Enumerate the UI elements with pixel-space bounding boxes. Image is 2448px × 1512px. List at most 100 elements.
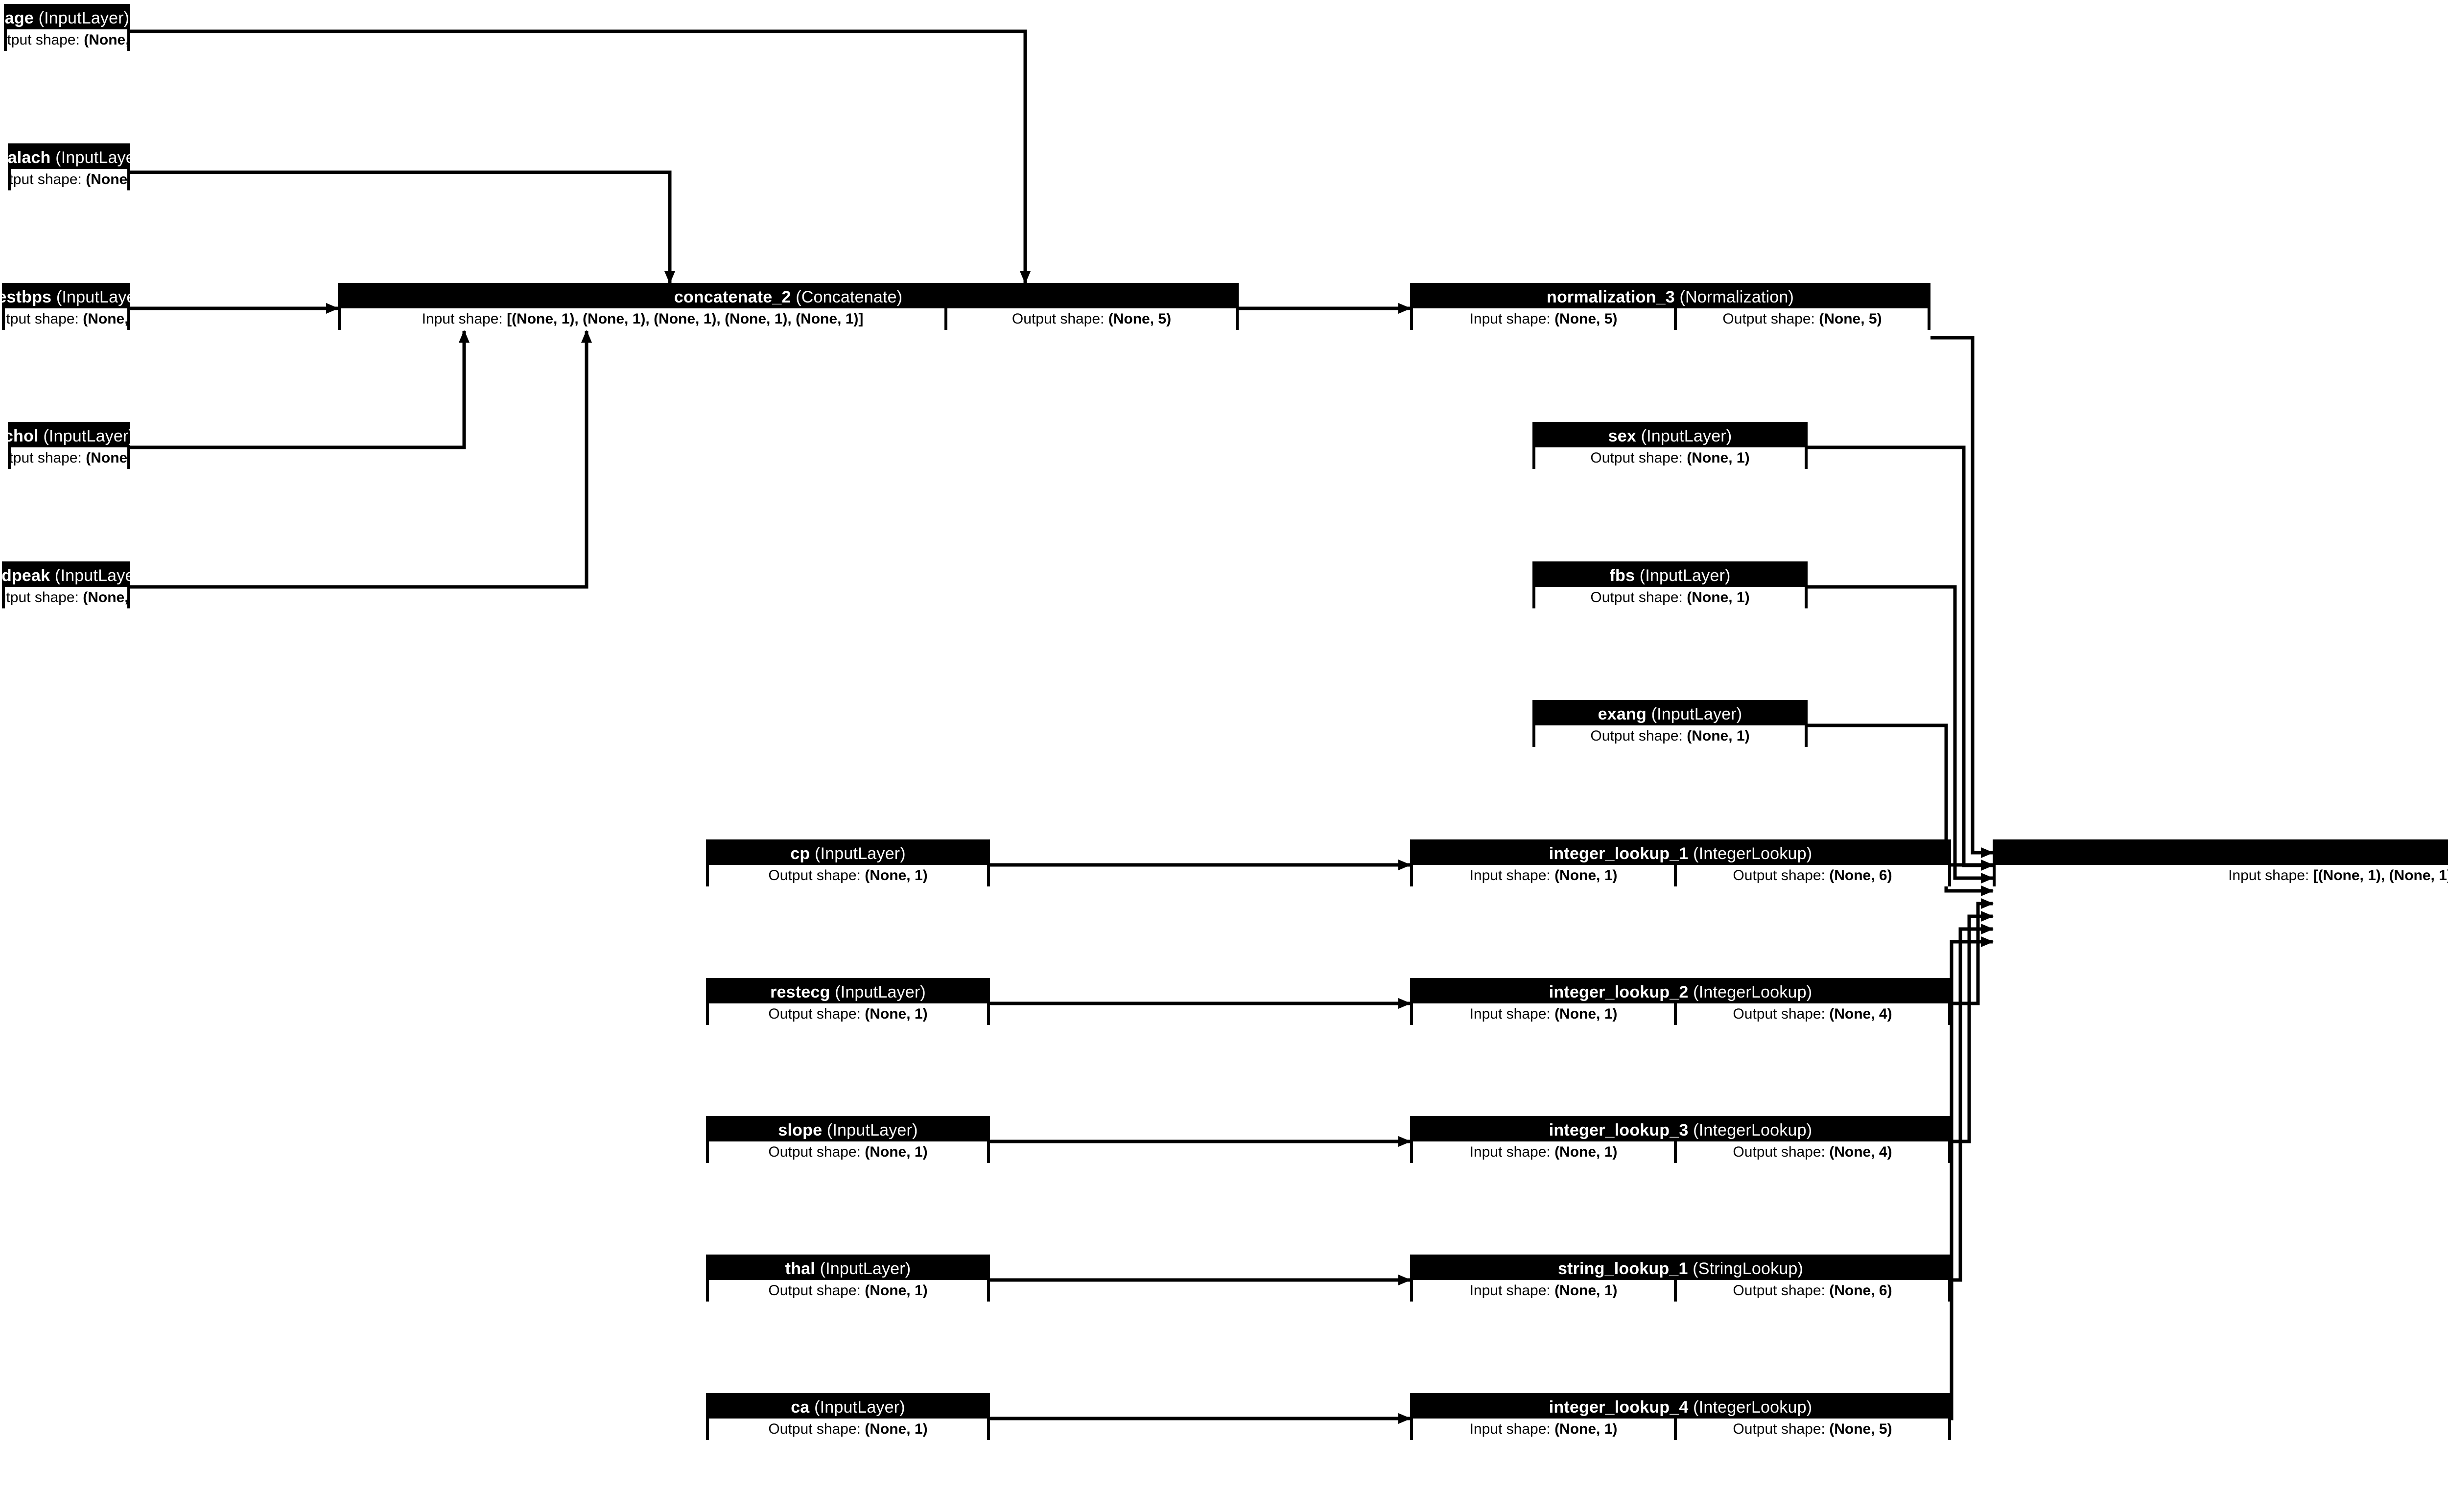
node-exang-output-shape: Output shape: (None, 1) [1535,725,1805,747]
node-concatenate-2-title: concatenate_2 (Concatenate) [341,286,1236,308]
node-restecg-name: restecg [770,982,830,1001]
node-restecg[interactable]: restecg (InputLayer) Output shape: (None… [706,978,990,1025]
node-integer-lookup-3-shapes: Input shape: (None, 1) Output shape: (No… [1413,1141,1948,1163]
node-integer-lookup-1-name: integer_lookup_1 [1549,844,1689,863]
node-concatenate-3-title: concatenate_3 (Concatenate) [1996,842,2448,865]
node-sex[interactable]: sex (InputLayer) Output shape: (None, 1) [1532,422,1808,469]
node-string-lookup-1[interactable]: string_lookup_1 (StringLookup) Input sha… [1410,1255,1951,1302]
node-concatenate-2[interactable]: concatenate_2 (Concatenate) Input shape:… [338,283,1239,330]
node-age-title: age (InputLayer) [5,7,129,29]
node-trestbps-shapes: Output shape: (None, 1) [5,308,127,330]
node-integer-lookup-2-name: integer_lookup_2 [1549,982,1689,1001]
node-trestbps-output-shape: Output shape: (None, 1) [5,308,127,330]
node-integer-lookup-4-shapes: Input shape: (None, 1) Output shape: (No… [1413,1419,1948,1440]
node-oldpeak-title: oldpeak (InputLayer) [0,564,145,587]
node-integer-lookup-3-title: integer_lookup_3 (IntegerLookup) [1413,1119,1948,1141]
node-thal-title: thal (InputLayer) [709,1257,987,1280]
node-fbs[interactable]: fbs (InputLayer) Output shape: (None, 1) [1532,561,1808,608]
node-integer-lookup-4-output-shape: Output shape: (None, 5) [1677,1419,1948,1440]
node-slope-name: slope [778,1120,823,1140]
node-integer-lookup-3-output-shape: Output shape: (None, 4) [1677,1141,1948,1163]
node-ca-shapes: Output shape: (None, 1) [709,1419,987,1440]
node-oldpeak[interactable]: oldpeak (InputLayer) Output shape: (None… [0,561,145,608]
node-chol-output-shape: Output shape: (None, 1) [11,447,127,469]
node-ca[interactable]: ca (InputLayer) Output shape: (None, 1) [706,1393,990,1440]
node-fbs-title: fbs (InputLayer) [1535,564,1805,587]
node-exang-shapes: Output shape: (None, 1) [1535,725,1805,747]
node-normalization-3[interactable]: normalization_3 (Normalization) Input sh… [1410,283,1930,330]
node-integer-lookup-2-title: integer_lookup_2 (IntegerLookup) [1413,981,1948,1003]
node-integer-lookup-1-output-shape: Output shape: (None, 6) [1677,865,1948,886]
node-thalach-name: thalach [0,148,51,167]
node-string-lookup-1-shapes: Input shape: (None, 1) Output shape: (No… [1413,1280,1948,1302]
node-integer-lookup-2[interactable]: integer_lookup_2 (IntegerLookup) Input s… [1410,978,1951,1025]
node-concatenate-2-output-shape: Output shape: (None, 5) [947,308,1236,330]
node-integer-lookup-2-shapes: Input shape: (None, 1) Output shape: (No… [1413,1003,1948,1025]
node-restecg-output-shape: Output shape: (None, 1) [709,1003,987,1025]
node-integer-lookup-2-output-shape: Output shape: (None, 4) [1677,1003,1948,1025]
edge-integerlookup4-to-concatenate3 [1950,936,1994,1420]
edge-chol-to-concatenate2 [130,330,470,449]
node-restecg-shapes: Output shape: (None, 1) [709,1003,987,1025]
node-integer-lookup-4[interactable]: integer_lookup_4 (IntegerLookup) Input s… [1410,1393,1951,1440]
node-ca-title: ca (InputLayer) [709,1396,987,1419]
node-cp[interactable]: cp (InputLayer) Output shape: (None, 1) [706,839,990,886]
node-cp-shapes: Output shape: (None, 1) [709,865,987,886]
node-integer-lookup-3-name: integer_lookup_3 [1549,1120,1689,1140]
node-concatenate-2-name: concatenate_2 [674,287,791,306]
node-oldpeak-output-shape: Output shape: (None, 1) [5,587,127,608]
node-slope-output-shape: Output shape: (None, 1) [709,1141,987,1163]
node-integer-lookup-4-input-shape: Input shape: (None, 1) [1413,1419,1674,1440]
node-fbs-shapes: Output shape: (None, 1) [1535,587,1805,608]
node-cp-name: cp [790,844,810,863]
node-chol[interactable]: chol (InputLayer) Output shape: (None, 1… [4,422,134,469]
node-chol-shapes: Output shape: (None, 1) [11,447,127,469]
node-thal-output-shape: Output shape: (None, 1) [709,1280,987,1302]
node-string-lookup-1-output-shape: Output shape: (None, 6) [1677,1280,1948,1302]
node-age-shapes: Output shape: (None, 1) [7,29,127,51]
node-integer-lookup-1-input-shape: Input shape: (None, 1) [1413,865,1674,886]
node-trestbps-title: trestbps (InputLayer) [0,286,147,308]
node-oldpeak-shapes: Output shape: (None, 1) [5,587,127,608]
node-concatenate-3-shapes: Input shape: [(None, 1), (None, 1), (Non… [1996,865,2448,886]
node-trestbps-name: trestbps [0,287,52,306]
node-exang-title: exang (InputLayer) [1535,703,1805,725]
node-thalach-output-shape: Output shape: (None, 1) [11,169,127,190]
node-thalach[interactable]: thalach (InputLayer) Output shape: (None… [0,143,146,190]
node-concatenate-3-input-shape: Input shape: [(None, 1), (None, 1), (Non… [1996,865,2448,886]
node-concatenate-2-shapes: Input shape: [(None, 1), (None, 1), (Non… [341,308,1236,330]
node-integer-lookup-1-shapes: Input shape: (None, 1) Output shape: (No… [1413,865,1948,886]
node-normalization-3-shapes: Input shape: (None, 5) Output shape: (No… [1413,308,1928,330]
edge-stringlookup1-to-concatenate3 [1951,924,1994,1282]
node-integer-lookup-3[interactable]: integer_lookup_3 (IntegerLookup) Input s… [1410,1116,1951,1163]
node-integer-lookup-1[interactable]: integer_lookup_1 (IntegerLookup) Input s… [1410,839,1951,886]
node-ca-name: ca [791,1397,810,1417]
node-exang[interactable]: exang (InputLayer) Output shape: (None, … [1532,700,1808,747]
node-slope-title: slope (InputLayer) [709,1119,987,1141]
node-normalization-3-title: normalization_3 (Normalization) [1413,286,1928,308]
edge-oldpeak-to-concatenate2 [130,330,592,589]
node-concatenate-3[interactable]: concatenate_3 (Concatenate) Input shape:… [1993,839,2448,886]
node-trestbps[interactable]: trestbps (InputLayer) Output shape: (Non… [0,283,147,330]
node-age-output-shape: Output shape: (None, 1) [7,29,127,51]
node-chol-name: chol [3,426,39,445]
edge-age-to-concatenate2 [130,29,1031,284]
node-normalization-3-input-shape: Input shape: (None, 5) [1413,308,1674,330]
node-ca-output-shape: Output shape: (None, 1) [709,1419,987,1440]
node-age[interactable]: age (InputLayer) Output shape: (None, 1) [4,4,130,51]
node-slope[interactable]: slope (InputLayer) Output shape: (None, … [706,1116,990,1163]
node-sex-name: sex [1608,426,1636,445]
node-thalach-shapes: Output shape: (None, 1) [11,169,127,190]
node-slope-shapes: Output shape: (None, 1) [709,1141,987,1163]
node-oldpeak-name: oldpeak [0,566,50,585]
node-thal-name: thal [785,1259,815,1278]
node-sex-shapes: Output shape: (None, 1) [1535,447,1805,469]
node-integer-lookup-1-title: integer_lookup_1 (IntegerLookup) [1413,842,1948,865]
node-restecg-title: restecg (InputLayer) [709,981,987,1003]
node-exang-name: exang [1598,704,1647,723]
node-fbs-name: fbs [1609,566,1635,585]
node-thal[interactable]: thal (InputLayer) Output shape: (None, 1… [706,1255,990,1302]
node-string-lookup-1-name: string_lookup_1 [1557,1259,1688,1278]
